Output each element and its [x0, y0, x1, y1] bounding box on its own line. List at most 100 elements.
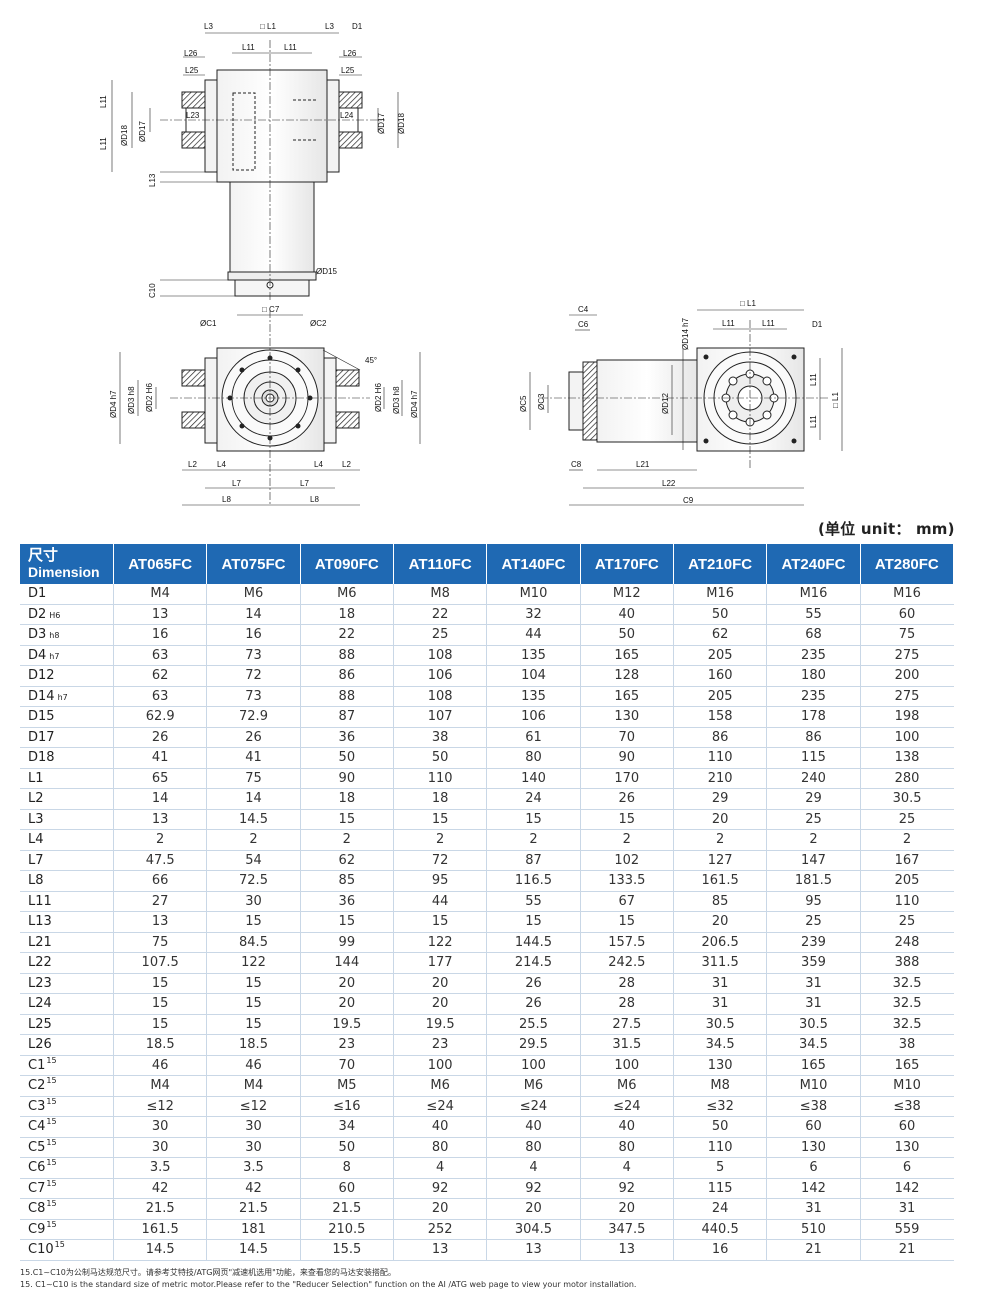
- value-cell: 29.5: [486, 1034, 581, 1056]
- value-cell: 25: [766, 911, 861, 933]
- footnote-ref: 15: [46, 1199, 57, 1209]
- value-cell: 135: [486, 645, 581, 666]
- model-header: AT065FC: [113, 544, 208, 584]
- value-cell: 90: [580, 747, 674, 769]
- value-cell: 84.5: [206, 932, 301, 953]
- value-cell: 248: [860, 932, 954, 953]
- value-cell: 85: [300, 870, 394, 892]
- value-cell: 157.5: [580, 932, 674, 953]
- value-cell: M4: [206, 1075, 301, 1097]
- dim-label: L11: [809, 373, 818, 386]
- dimension-cell: L13: [20, 911, 114, 933]
- value-cell: 161.5: [113, 1219, 208, 1240]
- dimension-cell: C715: [20, 1178, 114, 1199]
- value-cell: 147: [766, 850, 861, 871]
- dim-label: C10: [148, 283, 157, 298]
- dim-label: L8: [310, 495, 319, 504]
- value-cell: 63: [113, 645, 208, 666]
- value-cell: 41: [113, 747, 208, 769]
- side-view-drawing: [529, 309, 843, 506]
- value-cell: ≤38: [766, 1096, 861, 1117]
- unit-note: (单位 unit： mm): [818, 520, 955, 538]
- dim-label: L11: [762, 319, 775, 328]
- tolerance-class: H6: [49, 610, 61, 620]
- value-cell: 181.5: [766, 870, 861, 892]
- dim-label: L11: [284, 43, 297, 52]
- dimension-name: L11: [28, 893, 52, 909]
- value-cell: 13: [393, 1239, 488, 1261]
- dimension-name: D2: [28, 606, 47, 622]
- value-cell: 16: [113, 624, 208, 646]
- value-cell: 2: [486, 829, 581, 851]
- value-cell: 20: [580, 1198, 674, 1220]
- value-cell: 30: [113, 1137, 208, 1158]
- value-cell: 19.5: [393, 1014, 488, 1035]
- footnote-ref: 15: [46, 1158, 57, 1168]
- value-cell: 165: [580, 645, 674, 666]
- dim-label: L7: [232, 479, 241, 488]
- dimension-name: L23: [28, 975, 52, 991]
- value-cell: 62: [300, 850, 394, 871]
- dimension-name: L26: [28, 1037, 52, 1053]
- value-cell: 87: [300, 706, 394, 728]
- value-cell: 252: [393, 1219, 488, 1240]
- value-cell: 30: [206, 1116, 301, 1138]
- value-cell: M4: [113, 584, 208, 605]
- dim-label: ØD18: [397, 113, 406, 134]
- value-cell: 122: [393, 932, 488, 953]
- dimension-cell: C1015: [20, 1239, 114, 1261]
- value-cell: M6: [206, 584, 301, 605]
- dimension-cell: L2: [20, 788, 114, 810]
- value-cell: 28: [580, 993, 674, 1015]
- dim-label: L25: [185, 66, 199, 75]
- model-header: AT110FC: [393, 544, 488, 584]
- footnote-ref: 15: [46, 1178, 57, 1188]
- value-cell: 55: [486, 891, 581, 912]
- value-cell: 110: [393, 768, 488, 789]
- value-cell: 85: [673, 891, 768, 912]
- value-cell: 36: [300, 891, 394, 912]
- dimension-name: C8: [28, 1201, 46, 1217]
- value-cell: 60: [860, 1116, 954, 1138]
- value-cell: 133.5: [580, 870, 674, 892]
- value-cell: 18.5: [206, 1034, 301, 1056]
- dim-label: L11: [809, 415, 818, 428]
- dimension-name: C5: [28, 1139, 46, 1155]
- value-cell: 200: [860, 665, 954, 687]
- dim-label: L25: [341, 66, 355, 75]
- value-cell: 108: [393, 686, 488, 707]
- value-cell: M6: [393, 1075, 488, 1097]
- value-cell: 100: [486, 1055, 581, 1076]
- value-cell: 24: [673, 1198, 768, 1220]
- value-cell: 158: [673, 706, 768, 728]
- value-cell: 108: [393, 645, 488, 666]
- dim-label: □ L1: [260, 22, 277, 31]
- value-cell: 15: [300, 809, 394, 830]
- dimension-cell: L3: [20, 809, 114, 830]
- value-cell: 100: [580, 1055, 674, 1076]
- value-cell: 21: [766, 1239, 861, 1261]
- value-cell: 388: [860, 952, 954, 974]
- dim-label: ØC2: [310, 319, 327, 328]
- value-cell: 92: [393, 1178, 488, 1199]
- value-cell: 206.5: [673, 932, 768, 953]
- dimension-cell: L23: [20, 973, 114, 994]
- dim-label: ØD3 h8: [127, 386, 136, 414]
- value-cell: 510: [766, 1219, 861, 1240]
- value-cell: 13: [113, 604, 208, 625]
- value-cell: 75: [206, 768, 301, 789]
- value-cell: 242.5: [580, 952, 674, 974]
- value-cell: 73: [206, 645, 301, 666]
- dim-label: ØD4 h7: [410, 390, 419, 418]
- value-cell: M6: [300, 584, 394, 605]
- value-cell: 32.5: [860, 993, 954, 1015]
- value-cell: 100: [393, 1055, 488, 1076]
- value-cell: 122: [206, 952, 301, 974]
- footnotes: 15.C1~C10为公制马达规范尺寸。请参考艾特技/ATG网页"减速机选用"功能…: [20, 1267, 636, 1291]
